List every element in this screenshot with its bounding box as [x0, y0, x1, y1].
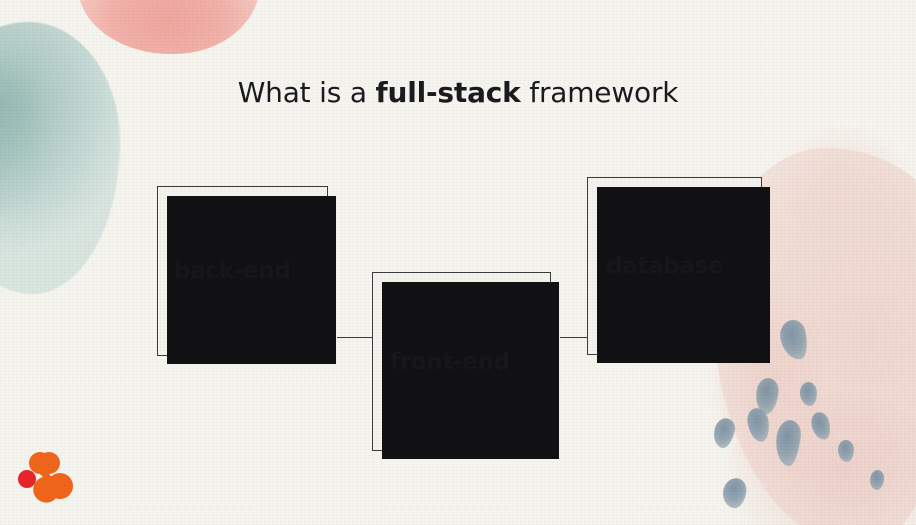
diagram-node-database-label: database — [606, 253, 724, 279]
title-emphasis: full-stack — [375, 76, 521, 109]
teal-watercolor-blob — [0, 22, 120, 294]
connector-frontend-database — [560, 337, 587, 339]
title-suffix: framework — [520, 76, 679, 109]
diagram-node-backend-label: back-end — [174, 258, 291, 284]
diagram-node-database[interactable]: database — [587, 177, 770, 363]
connector-backend-frontend — [337, 337, 372, 339]
slate-speckle — [838, 440, 854, 462]
page-title: What is a full-stack framework — [0, 76, 916, 109]
molecule-logo-shape — [18, 452, 73, 503]
pink-watercolor-blob — [78, 0, 260, 54]
molecule-logo — [18, 451, 80, 507]
title-prefix: What is a — [237, 76, 376, 109]
diagram-node-frontend-label: front-end — [390, 348, 510, 375]
diagram-node-frontend[interactable]: front-end — [372, 272, 559, 459]
blush-watercolor-accent-top — [776, 96, 916, 246]
diagram-node-backend[interactable]: back-end — [157, 186, 336, 364]
